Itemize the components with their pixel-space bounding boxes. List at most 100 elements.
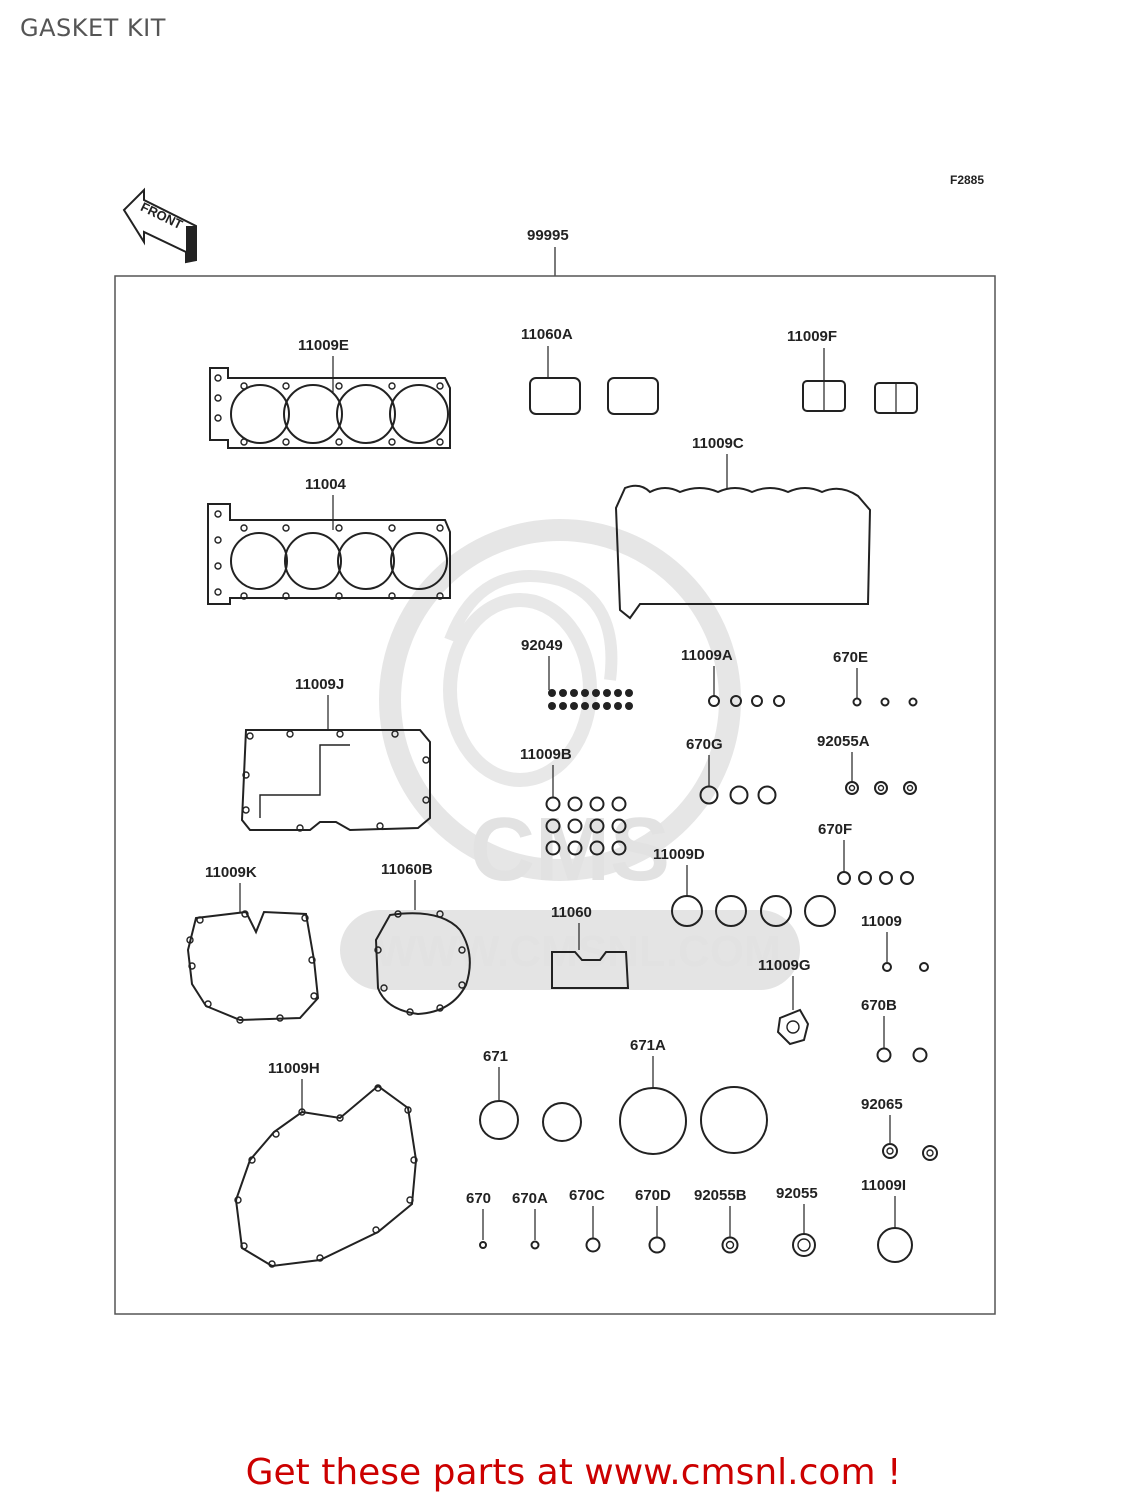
part-label: 92055B [694, 1187, 747, 1204]
bolt-hole [242, 806, 250, 814]
bolt-hole [188, 962, 196, 970]
bolt-hole [214, 374, 222, 382]
orings-670f: 670F [818, 821, 914, 885]
bolt-hole [272, 1130, 280, 1138]
bolt-hole [234, 1196, 242, 1204]
bolt-hole [376, 822, 384, 830]
gasket-11060: 11060 [551, 904, 630, 989]
head-gasket-11009e: 11009E [209, 337, 451, 449]
kit-number-label: 99995 [527, 227, 569, 244]
bolt-hole [422, 796, 430, 804]
bolt-hole [214, 510, 222, 518]
part-label: 11009F [787, 328, 837, 345]
bolt-hole [388, 382, 396, 390]
orings-11009b: 11009B [520, 746, 627, 856]
bolt-hole [301, 914, 309, 922]
part-label: 11009D [653, 846, 705, 863]
bolt-hole [240, 524, 248, 532]
valve-stem-seal [581, 702, 589, 710]
part-label: 671A [630, 1037, 666, 1054]
part-label: 11060A [521, 326, 573, 343]
bolt-hole [436, 592, 444, 600]
bolt-hole [214, 588, 222, 596]
orings-11009a: 11009A [681, 647, 785, 707]
front-arrow-icon: FRONT [122, 187, 197, 264]
valve-stem-seal [625, 702, 633, 710]
bolt-hole [388, 524, 396, 532]
bolt-hole [374, 1084, 382, 1092]
bolt-hole [236, 1016, 244, 1024]
gasket-11060a: 11060A [521, 326, 659, 415]
washer-92055b: 92055B [694, 1187, 747, 1254]
valve-stem-seal [603, 702, 611, 710]
part-label: 92055 [776, 1185, 818, 1202]
bolt-hole [246, 732, 254, 740]
orings-11009d: 11009D [653, 846, 836, 927]
orings-670g: 670G [686, 736, 777, 805]
bolt-hole [214, 414, 222, 422]
oil-pan-gasket-11009j: 11009J [240, 676, 431, 832]
bolt-hole [388, 438, 396, 446]
part-label: 11009H [268, 1060, 320, 1077]
valve-stem-seal [559, 689, 567, 697]
bolt-hole [336, 1114, 344, 1122]
orings-670e: 670E [833, 649, 918, 707]
part-label: 92065 [861, 1096, 903, 1113]
valve-stem-seal [625, 689, 633, 697]
bolt-hole [316, 1254, 324, 1262]
watermark-url: WWW.CMSNL.COM [375, 927, 781, 976]
valve-stem-seal [603, 689, 611, 697]
bolt-hole [374, 946, 382, 954]
bolt-hole [242, 771, 250, 779]
valve-stem-seal [548, 689, 556, 697]
bolt-hole [310, 992, 318, 1000]
bolt-hole [282, 438, 290, 446]
cover-gasket-11060b: 11060B [374, 861, 471, 1016]
orings-11009: 11009 [861, 913, 929, 972]
part-label: 92055A [817, 733, 870, 750]
cover-gasket-11009h: 11009H [234, 1060, 418, 1268]
part-label: 670E [833, 649, 868, 666]
oring [567, 840, 583, 856]
oring-670c: 670C [569, 1187, 605, 1253]
bolt-hole [298, 1108, 306, 1116]
kit-frame [114, 275, 996, 1315]
figure-code: F2885 [950, 173, 984, 187]
oring [589, 840, 605, 856]
bolt-hole [380, 984, 388, 992]
bolt-hole [406, 1008, 414, 1016]
orings-671: 671 [479, 1048, 582, 1142]
orings-670b: 670B [861, 997, 928, 1063]
bolt-hole [436, 1004, 444, 1012]
part-label: 11009B [520, 746, 572, 763]
oring [589, 796, 605, 812]
valve-stem-seal [570, 702, 578, 710]
bolt-hole [372, 1226, 380, 1234]
bolt-hole [335, 438, 343, 446]
part-label: 670B [861, 997, 897, 1014]
valve-stem-seal [559, 702, 567, 710]
oring [545, 796, 561, 812]
page-title: GASKET KIT [20, 14, 166, 42]
bolt-hole [248, 1156, 256, 1164]
bolt-hole [286, 730, 294, 738]
bolt-hole [204, 1000, 212, 1008]
bolt-hole [335, 382, 343, 390]
bolt-hole [296, 824, 304, 832]
orings-671a: 671A [619, 1037, 768, 1155]
oring [567, 796, 583, 812]
valve-stem-seal [570, 689, 578, 697]
oring-11009i: 11009I [861, 1177, 913, 1263]
washers-92055a: 92055A [817, 733, 917, 795]
bolt-hole [268, 1260, 276, 1268]
part-label: 11009 [861, 913, 902, 930]
bolt-hole [214, 562, 222, 570]
footer-cta[interactable]: Get these parts at www.cmsnl.com ! [245, 1452, 902, 1493]
part-label: 670D [635, 1187, 671, 1204]
bolt-hole [388, 592, 396, 600]
oring [589, 818, 605, 834]
part-label: 670A [512, 1190, 548, 1207]
part-label: 670C [569, 1187, 605, 1204]
bolt-hole [282, 592, 290, 600]
bolt-hole [410, 1156, 418, 1164]
